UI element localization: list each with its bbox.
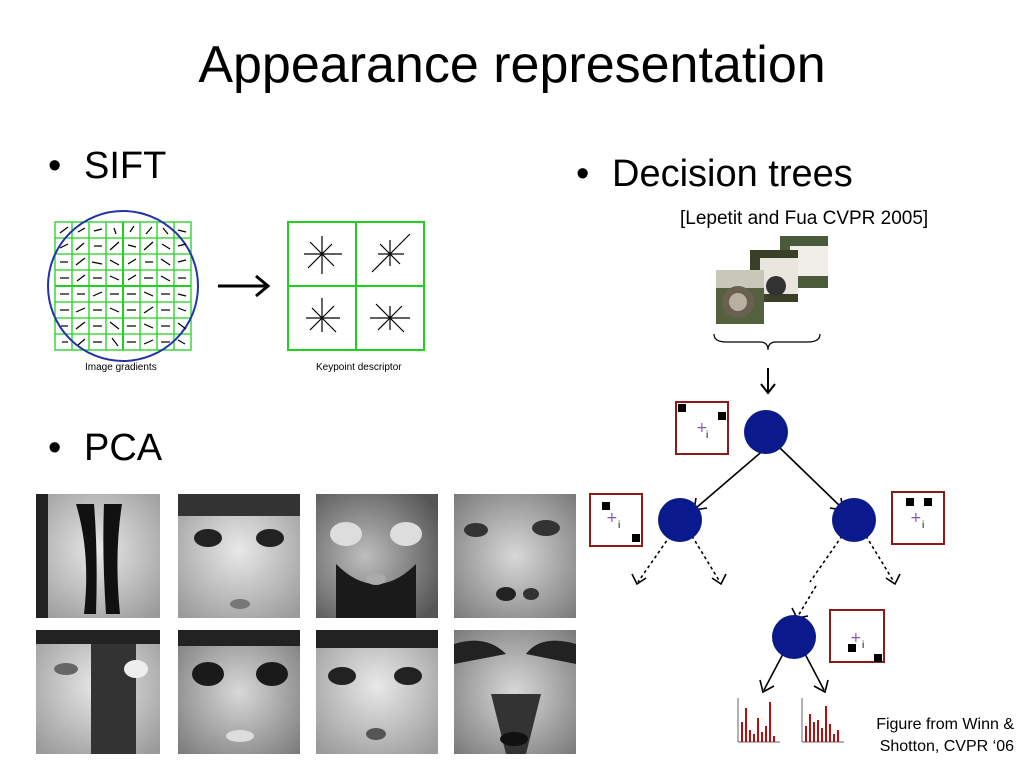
down-arrow (760, 368, 776, 395)
keypoint-descriptor-label: Keypoint descriptor (316, 362, 402, 373)
svg-text:+: + (696, 420, 708, 436)
tree-node-root (744, 410, 788, 454)
patch-test-right: + i (891, 491, 945, 545)
bullet-dot: • (576, 153, 590, 195)
patch-marker-label: i (862, 640, 864, 651)
patch-test-root: + i (675, 401, 729, 455)
patch-test-bottom: + i (829, 609, 885, 663)
bullet-dot: • (48, 427, 62, 469)
image-gradients-label: Image gradients (85, 362, 157, 373)
eigenface-6 (178, 630, 300, 754)
caption-line-2: Shotton, CVPR ‘06 (879, 738, 1014, 755)
left-child-dashed-edges (637, 535, 895, 617)
figure-caption: Figure from Winn & Shotton, CVPR ‘06 (814, 714, 1014, 758)
decision-tree-figure: + i + i + i + i (589, 236, 945, 743)
image-gradients-grid (54, 221, 192, 351)
eigenface-1 (36, 494, 160, 618)
slide-title: Appearance representation (198, 36, 826, 94)
keypoint-descriptor-grid (287, 221, 425, 351)
sift-transform-arrow (218, 274, 271, 298)
svg-text:+: + (850, 630, 862, 646)
caption-line-1: Figure from Winn & (876, 716, 1014, 733)
eigenface-2 (178, 494, 300, 618)
tree-node-left (658, 498, 702, 542)
patch-test-left: + i (589, 493, 643, 547)
patch-marker-label: i (922, 520, 924, 531)
car-image-patches (716, 236, 828, 324)
brace (713, 333, 821, 351)
bullet-sift-text: SIFT (84, 145, 167, 187)
patch-marker-label: i (618, 520, 620, 531)
gradient-arrows (59, 225, 187, 347)
bullet-dot: • (48, 145, 62, 187)
eigenface-grid (36, 494, 576, 754)
bullet-pca: • PCA (48, 426, 162, 470)
sift-figure: Image gradients (47, 210, 425, 373)
eigenface-5 (36, 630, 160, 754)
orientation-histograms (304, 233, 411, 333)
tree-node-right (832, 498, 876, 542)
svg-text:+: + (910, 510, 922, 526)
gaussian-window-circle (47, 210, 199, 362)
tree-node-bottom (772, 615, 816, 659)
eigenface-7 (316, 630, 438, 754)
leaf-histogram-right (801, 698, 844, 743)
edge-root-left (695, 447, 767, 509)
eigenface-8 (454, 630, 576, 754)
patch-marker-label: i (706, 430, 708, 441)
bullet-decision-trees: • Decision trees (576, 152, 853, 196)
citation: [Lepetit and Fua CVPR 2005] (680, 208, 929, 229)
svg-text:+: + (606, 510, 618, 526)
bullet-sift: • SIFT (48, 144, 166, 188)
eigenface-3 (316, 494, 438, 618)
leaf-histogram-left (737, 698, 780, 743)
eigenface-4 (454, 494, 576, 618)
bullet-pca-text: PCA (84, 427, 163, 469)
edge-root-right (779, 447, 843, 509)
bullet-decision-trees-text: Decision trees (612, 153, 853, 195)
